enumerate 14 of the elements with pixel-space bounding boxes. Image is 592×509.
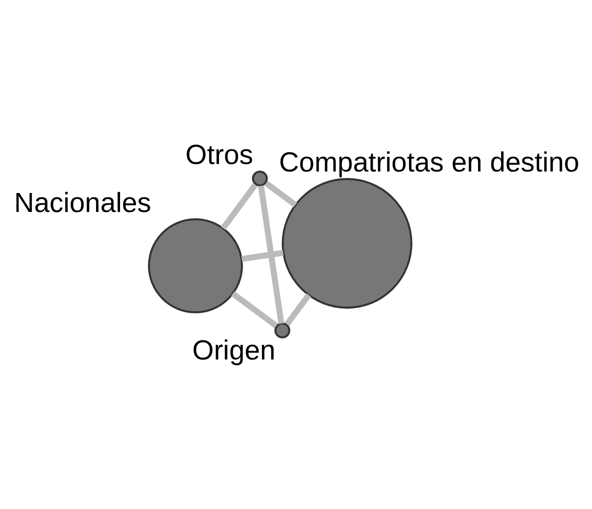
node-circle: [282, 178, 412, 309]
node-label: Origen: [192, 334, 276, 366]
connector: [284, 293, 312, 326]
connector: [231, 291, 278, 328]
connector: [220, 182, 258, 230]
node-label: Compatriotas en destino: [279, 146, 580, 178]
node-label: Otros: [185, 139, 254, 170]
connector: [264, 180, 298, 208]
node-circle: [274, 322, 290, 338]
node-circle: [148, 218, 243, 314]
node-circle: [252, 170, 268, 186]
connector: [258, 185, 284, 324]
connector: [241, 250, 284, 262]
node-label: Nacionales: [14, 186, 152, 218]
